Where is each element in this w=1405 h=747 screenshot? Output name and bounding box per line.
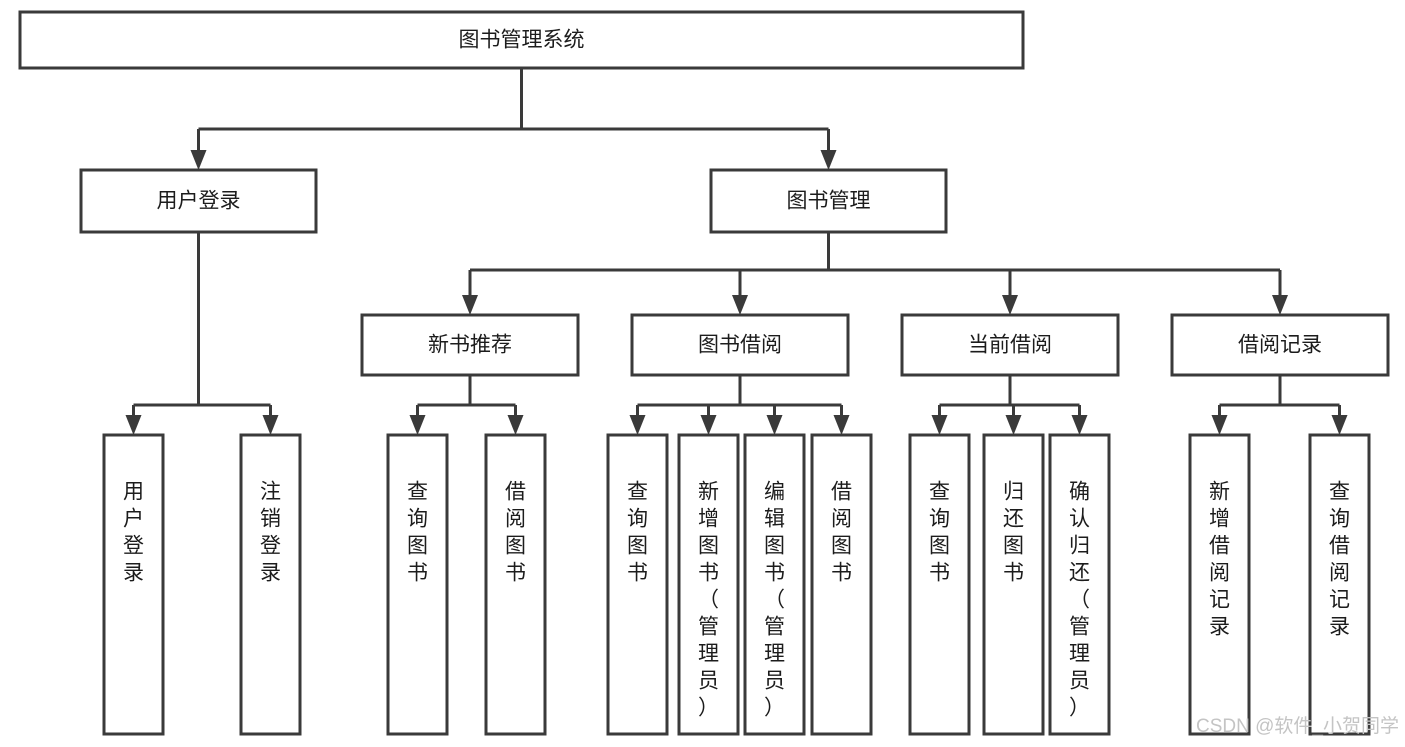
node-label: 图书管理 [787,190,871,213]
arrow-to-查询图书 [629,415,646,435]
arrow-to-归还图书 [1005,415,1022,435]
node-新增图书管理员[interactable]: 新增图书（管理员） [677,433,740,736]
node-label: 新增借阅记录 [1209,481,1230,639]
node-当前借阅[interactable]: 当前借阅 [900,313,1120,377]
node-借阅图书[interactable]: 借阅图书 [810,433,873,736]
node-label: 当前借阅 [968,334,1052,357]
node-借阅图书[interactable]: 借阅图书 [484,433,547,736]
node-box[interactable] [709,168,948,234]
node-box[interactable] [900,313,1120,377]
node-注销登录[interactable]: 注销登录 [239,433,302,736]
arrow-to-用户登录 [125,415,142,435]
arrow-to-当前借阅 [1002,295,1018,315]
node-label: 查询图书 [407,481,428,585]
node-label: 归还图书 [1003,481,1024,585]
node-用户登录[interactable]: 用户登录 [79,168,318,234]
node-box[interactable] [79,168,318,234]
node-box[interactable] [677,433,740,736]
node-label: 用户登录 [157,190,241,213]
node-编辑图书管理员[interactable]: 编辑图书（管理员） [743,433,806,736]
arrow-to-图书借阅 [732,295,748,315]
node-label: 图书借阅 [698,334,782,357]
node-box[interactable] [1308,433,1371,736]
node-确认归还管理员[interactable]: 确认归还（管理员） [1048,433,1111,736]
node-label: 查询借阅记录 [1329,481,1350,639]
node-box[interactable] [982,433,1045,736]
node-box[interactable] [239,433,302,736]
arrow-to-查询图书 [931,415,948,435]
arrow-to-新书推荐 [462,295,478,315]
arrow-to-新增图书管理员 [700,415,717,435]
node-box[interactable] [606,433,669,736]
node-label: 新书推荐 [428,334,512,357]
node-box[interactable] [484,433,547,736]
node-图书管理系统[interactable]: 图书管理系统 [18,10,1025,70]
arrow-to-借阅图书 [507,415,524,435]
node-新书推荐[interactable]: 新书推荐 [360,313,580,377]
node-查询图书[interactable]: 查询图书 [606,433,669,736]
node-label: 查询图书 [929,481,950,585]
arrow-to-查询图书 [409,415,426,435]
node-新增借阅记录[interactable]: 新增借阅记录 [1188,433,1251,736]
node-box[interactable] [630,313,850,377]
node-查询图书[interactable]: 查询图书 [386,433,449,736]
node-label: 查询图书 [627,481,648,585]
watermark-label: CSDN @软件_小贺同学 [1196,715,1399,737]
node-box[interactable] [908,433,971,736]
node-label: 借阅图书 [505,481,526,585]
node-用户登录[interactable]: 用户登录 [102,433,165,736]
arrow-to-查询借阅记录 [1331,415,1348,435]
node-查询图书[interactable]: 查询图书 [908,433,971,736]
node-box[interactable] [386,433,449,736]
node-label: 借阅图书 [831,481,852,585]
arrow-to-确认归还管理员 [1071,415,1088,435]
node-box[interactable] [1170,313,1390,377]
node-box[interactable] [743,433,806,736]
node-归还图书[interactable]: 归还图书 [982,433,1045,736]
arrow-to-借阅图书 [833,415,850,435]
arrow-to-新增借阅记录 [1211,415,1228,435]
node-label: 编辑图书（管理员） [764,481,785,720]
node-label: 注销登录 [260,481,281,585]
node-label: 新增图书（管理员） [698,481,719,720]
node-图书借阅[interactable]: 图书借阅 [630,313,850,377]
node-label: 借阅记录 [1238,334,1322,357]
node-查询借阅记录[interactable]: 查询借阅记录 [1308,433,1371,736]
node-layer: 图书管理系统用户登录用户登录注销登录图书管理新书推荐查询图书借阅图书图书借阅查询… [18,10,1390,736]
node-box[interactable] [810,433,873,736]
node-box[interactable] [360,313,580,377]
arrow-to-借阅记录 [1272,295,1288,315]
node-label: 用户登录 [123,481,144,585]
node-label: 图书管理系统 [459,29,585,52]
node-借阅记录[interactable]: 借阅记录 [1170,313,1390,377]
node-box[interactable] [1188,433,1251,736]
arrow-to-编辑图书管理员 [766,415,783,435]
node-box[interactable] [102,433,165,736]
node-box[interactable] [1048,433,1111,736]
node-图书管理[interactable]: 图书管理 [709,168,948,234]
arrow-to-用户登录 [190,150,207,170]
node-box[interactable] [18,10,1025,70]
arrow-to-图书管理 [820,150,837,170]
node-label: 确认归还（管理员） [1069,481,1090,720]
connector-layer [125,68,1348,435]
arrow-to-注销登录 [262,415,279,435]
